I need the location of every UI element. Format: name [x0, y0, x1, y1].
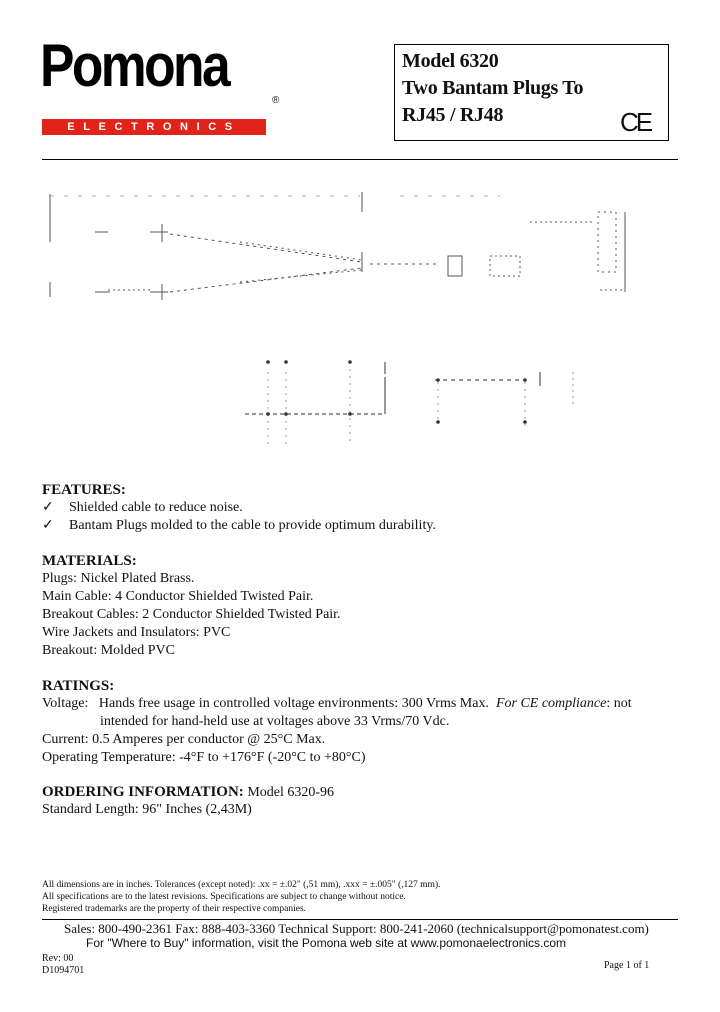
model-connectors: RJ45 / RJ48 [402, 104, 504, 126]
material-item: Plugs: Nickel Plated Brass. [42, 571, 195, 586]
schematic-node [284, 412, 288, 416]
rating-temperature: Operating Temperature: -4°F to +176°F (-… [42, 750, 366, 765]
contact-line: Sales: 800-490-2361 Fax: 888-403-3360 Te… [64, 921, 649, 936]
material-item: Breakout Cables: 2 Conductor Shielded Tw… [42, 607, 341, 622]
rj45-plug [489, 255, 521, 277]
schematic-node [348, 360, 352, 364]
ce-mark-icon: CE [620, 107, 653, 137]
schematic-node [348, 412, 352, 416]
rating-voltage: Voltage: Hands free usage in controlled … [42, 695, 632, 713]
rating-value: Hands free usage in controlled voltage e… [98, 696, 489, 711]
feature-item: ✓ Shielded cable to reduce noise. [42, 499, 243, 517]
footer-divider [42, 919, 678, 920]
rj45-plug [597, 211, 617, 273]
where-to-buy-line: For "Where to Buy" information, visit th… [86, 936, 567, 950]
brand-logo-tagline: ELECTRONICS [42, 119, 266, 135]
revision-number: Rev: 00 [42, 953, 74, 964]
strain-relief [447, 255, 463, 277]
schematic-node [436, 378, 440, 382]
rating-voltage-note: intended for hand-held use at voltages a… [100, 714, 450, 729]
ordering-length: Standard Length: 96" Inches (2,43M) [42, 802, 252, 817]
feature-text: Bantam Plugs molded to the cable to prov… [69, 518, 436, 533]
breakout-cable [169, 233, 363, 263]
note-line: Registered trademarks are the property o… [42, 904, 307, 914]
material-item: Wire Jackets and Insulators: PVC [42, 625, 231, 640]
schematic-node [284, 360, 288, 364]
schematic-node [266, 360, 270, 364]
technical-drawing [49, 192, 626, 447]
ordering-model: Model 6320-96 [243, 785, 335, 800]
features-heading: FEATURES: [42, 482, 126, 498]
checkmark-icon: ✓ [42, 500, 54, 515]
material-item: Breakout: Molded PVC [42, 643, 175, 658]
note-line: All specifications are to the latest rev… [42, 892, 406, 902]
schematic-node [523, 378, 527, 382]
breakout-cable [239, 269, 363, 283]
registered-mark: ® [272, 95, 280, 106]
materials-heading: MATERIALS: [42, 553, 137, 569]
model-number: Model 6320 [402, 50, 499, 72]
schematic-node [436, 420, 440, 424]
document-id: D1094701 [42, 965, 85, 976]
feature-text: Shielded cable to reduce noise. [69, 500, 243, 515]
model-title-box: Model 6320 Two Bantam Plugs To RJ45 / RJ… [394, 44, 669, 141]
ratings-heading: RATINGS: [42, 678, 115, 694]
model-description: Two Bantam Plugs To [402, 77, 584, 99]
page-number: Page 1 of 1 [604, 960, 650, 971]
checkmark-icon: ✓ [42, 518, 54, 533]
ordering-heading: ORDERING INFORMATION: [42, 784, 244, 800]
feature-item: ✓ Bantam Plugs molded to the cable to pro… [42, 517, 436, 535]
breakout-cable [169, 267, 363, 293]
breakout-cable [239, 241, 363, 261]
note-line: All dimensions are in inches. Tolerances… [42, 880, 441, 890]
ordering-info: ORDERING INFORMATION: Model 6320-96 [42, 783, 334, 802]
schematic-node [523, 420, 527, 424]
header-divider [42, 159, 678, 160]
schematic-node [266, 412, 270, 416]
material-item: Main Cable: 4 Conductor Shielded Twisted… [42, 589, 314, 604]
rating-label: Voltage: [42, 696, 89, 711]
brand-logo-wordmark: Pomona [40, 32, 231, 99]
rating-value: : not [606, 696, 632, 711]
rating-current: Current: 0.5 Amperes per conductor @ 25°… [42, 732, 326, 747]
ce-compliance-label: For CE compliance [495, 696, 607, 711]
